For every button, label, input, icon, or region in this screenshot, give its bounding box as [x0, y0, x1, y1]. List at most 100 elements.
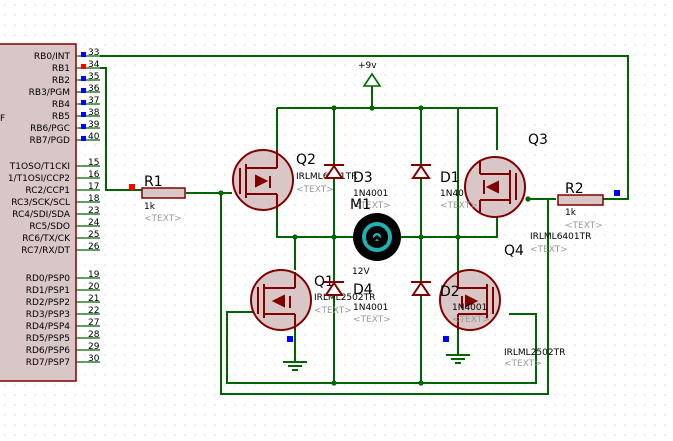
mcu-side-label: F	[0, 114, 5, 124]
diode-d4[interactable]: D4 1N4001 <TEXT>	[324, 281, 391, 325]
d2-label: D2	[440, 284, 460, 300]
d3-label: D3	[353, 170, 373, 186]
d1-text: <TEXT>	[440, 201, 478, 211]
mcu-pin-number: 30	[88, 354, 100, 364]
junction	[331, 380, 337, 386]
q3-part: IRLML6401TR	[530, 232, 591, 242]
ground-right	[446, 354, 470, 364]
q2-label: Q2	[296, 152, 316, 168]
mcu-pin-number: 36	[88, 84, 100, 94]
mosfet-q4[interactable]: Q4 IRLML2502TR <TEXT>	[439, 243, 565, 369]
junction	[369, 105, 375, 111]
diode-d2[interactable]: D2 1N4001 <TEXT>	[411, 281, 490, 325]
mcu-pin-label: RB3/PGM	[29, 88, 70, 98]
mcu-pin-label: RB2	[52, 76, 70, 86]
wire-gate-loop	[226, 311, 537, 384]
q1-text: <TEXT>	[314, 306, 352, 316]
mcu-pin-label: RC7/RX/DT	[21, 246, 70, 256]
junction	[331, 234, 337, 240]
mcu-pin-number: 27	[88, 318, 99, 328]
pin-state-marker	[81, 76, 86, 81]
mcu-pin-number: 21	[88, 294, 99, 304]
mcu-pin-label: RC3/SCK/SCL	[11, 198, 70, 208]
pin-marker-blue	[443, 336, 449, 342]
diode-d1[interactable]: D1 1N40 <TEXT>	[411, 164, 478, 211]
mcu-pin-number: 28	[88, 330, 100, 340]
d4-text: <TEXT>	[353, 315, 391, 325]
mcu-pin-label: RB4	[52, 100, 70, 110]
junction	[525, 196, 531, 202]
r2-value: 1k	[565, 208, 577, 218]
mcu-pin-number: 17	[88, 182, 99, 192]
mcu-pin-label: RD7/PSP7	[26, 358, 70, 368]
mcu-pin-label: RC4/SDI/SDA	[12, 210, 71, 220]
q1-part: IRLML2502TR	[314, 293, 375, 303]
mosfet-symbol-icon	[239, 150, 278, 210]
resistor-r1[interactable]: R1 1k <TEXT>	[129, 174, 186, 224]
mcu-pin-number: 29	[88, 342, 100, 352]
mcu-pin-label: RB0/INT	[34, 52, 71, 62]
pin-state-marker	[81, 64, 86, 69]
mcu-pin-label: RD5/PSP5	[26, 334, 70, 344]
r1-value: 1k	[144, 202, 156, 212]
d4-label: D4	[353, 282, 373, 298]
mcu-pin-label: RB7/PGD	[29, 136, 70, 146]
junction	[218, 190, 224, 196]
mosfet-q1[interactable]: Q1 IRLML2502TR <TEXT>	[250, 269, 375, 342]
mcu-pin-label: RB1	[52, 64, 70, 74]
q4-label: Q4	[504, 243, 524, 259]
resistor-r2[interactable]: R2 1k <TEXT>	[557, 181, 620, 231]
wire-q3-drain	[458, 215, 498, 238]
supply-terminal[interactable]: +9v	[358, 61, 382, 87]
m1-label: M1	[350, 197, 371, 213]
mcu-pin-number: 15	[88, 158, 99, 168]
pin-marker-blue	[287, 336, 293, 342]
q3-label: Q3	[528, 132, 548, 148]
mosfet-q3[interactable]: Q3 IRLML6401TR <TEXT>	[464, 132, 591, 255]
resistor-body	[557, 194, 604, 206]
d1-part: 1N40	[440, 189, 464, 199]
mcu-pin-number: 18	[88, 194, 100, 204]
mcu-pin-label: RB6/PGC	[30, 124, 70, 134]
r1-label: R1	[144, 174, 163, 190]
mcu-pin-number: 37	[88, 96, 99, 106]
mosfet-symbol-icon	[479, 160, 517, 212]
pin-state-marker	[81, 88, 86, 93]
mcu-pin-label: RD4/PSP4	[26, 322, 71, 332]
d2-part: 1N4001	[452, 303, 487, 313]
diode-triangle-icon	[411, 281, 431, 296]
mcu-pin-number: 25	[88, 230, 99, 240]
wire-rb0	[100, 55, 629, 200]
d3-part: 1N4001	[353, 189, 388, 199]
pin-state-marker	[81, 136, 86, 141]
mcu-pin-label: RD3/PSP3	[26, 310, 70, 320]
q1-label: Q1	[314, 274, 334, 290]
mcu-pin-number: 35	[88, 72, 99, 82]
d3-text: <TEXT>	[353, 201, 391, 211]
q3-text: <TEXT>	[530, 245, 568, 255]
diode-d3[interactable]: D3 1N4001 <TEXT>	[324, 164, 391, 211]
mcu-pin-label: 1/T1OSI/CCP2	[8, 174, 70, 184]
junction	[418, 234, 424, 240]
pin-state-marker	[81, 100, 86, 105]
mcu-pin-number: 19	[88, 270, 100, 280]
mcu-pin-number: 16	[88, 170, 100, 180]
mcu-pin-number: 40	[88, 132, 100, 142]
d2-text: <TEXT>	[452, 315, 490, 325]
junction	[455, 234, 461, 240]
pin-marker-red	[129, 184, 135, 190]
motor-m1[interactable]: M1 12V	[350, 197, 401, 277]
motor-rotor-gap	[367, 235, 387, 246]
diode-triangle-icon	[324, 164, 344, 179]
mcu-pin-number: 23	[88, 206, 99, 216]
motor-rotor-icon	[362, 222, 392, 252]
mcu-pin-label: RC2/CCP1	[25, 186, 70, 196]
mcu-pin-number: 26	[88, 242, 100, 252]
mcu-pin-number: 38	[88, 108, 100, 118]
mcu-body	[0, 43, 77, 382]
mcu-pin-label: RD0/PSP0	[26, 274, 71, 284]
supply-arrow-icon	[362, 72, 382, 87]
